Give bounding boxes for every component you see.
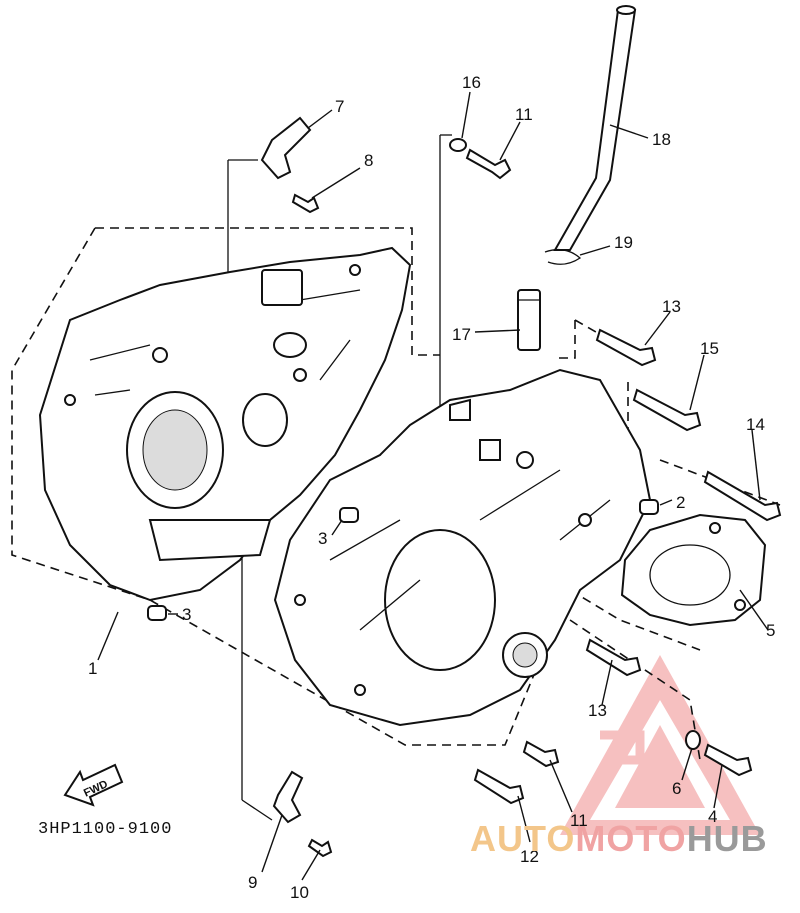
callout-1: 1 [88, 659, 97, 678]
callout-2: 2 [676, 493, 685, 512]
callout-7: 7 [335, 97, 344, 116]
callout-12: 12 [520, 847, 539, 866]
callout-18: 18 [652, 130, 671, 149]
watermark-logo [560, 655, 760, 835]
callout-5: 5 [766, 621, 775, 640]
bolt-11-bottom [522, 740, 560, 768]
bolt-15 [632, 388, 702, 432]
bolt-13-top [595, 328, 657, 367]
washer-6 [685, 730, 701, 750]
diagram-code: 3HP1100-9100 [38, 820, 173, 839]
watermark-text: AUTOMOTOHUB [470, 818, 768, 860]
callout-10: 10 [290, 883, 309, 902]
watermark-part-moto: MOTO [575, 818, 687, 859]
callout-16: 16 [462, 73, 481, 92]
callout-11-top: 11 [515, 105, 533, 124]
callout-3-right: 3 [318, 529, 327, 548]
callout-13-bottom: 13 [588, 701, 607, 720]
breather-pipe [517, 289, 541, 351]
callout-leaders [97, 91, 769, 881]
hose-clip [544, 248, 582, 265]
bolt-14 [703, 470, 782, 522]
crankcase-cover [620, 513, 767, 627]
callout-4: 4 [708, 807, 717, 826]
washer-16 [449, 138, 467, 152]
callout-15: 15 [700, 339, 719, 358]
callout-19: 19 [614, 233, 633, 252]
dowel-pin-3-a [339, 507, 359, 523]
callout-13-top: 13 [662, 297, 681, 316]
callout-8: 8 [364, 151, 373, 170]
dowel-pin-3-b [147, 605, 167, 621]
callout-3-left: 3 [182, 605, 191, 624]
breather-hose [553, 5, 637, 251]
callout-14: 14 [746, 415, 765, 434]
watermark-part-hub: HUB [686, 818, 768, 859]
bolt-11-top [465, 148, 512, 180]
callout-11-bottom: 11 [570, 811, 588, 830]
bolt-12 [473, 768, 525, 805]
watermark-part-auto: AUTO [470, 818, 576, 859]
screw-10 [307, 838, 333, 858]
plate-7 [260, 116, 312, 180]
callout-6: 6 [672, 779, 681, 798]
dowel-pin-2 [639, 499, 659, 515]
bolt-4 [703, 743, 753, 777]
callout-9: 9 [248, 873, 257, 892]
callout-numbers: 7 8 16 11 18 19 13 17 15 14 2 3 3 5 1 13… [88, 73, 775, 902]
crankcase-right-half [273, 368, 652, 727]
fwd-arrow-icon: FWD [63, 763, 124, 807]
group-outline-left-case [11, 227, 541, 746]
plate-9 [272, 770, 304, 824]
bolt-13-bottom [585, 638, 642, 677]
crankcase-left-half [38, 246, 412, 602]
screw-8 [291, 193, 320, 214]
callout-17: 17 [452, 325, 471, 344]
